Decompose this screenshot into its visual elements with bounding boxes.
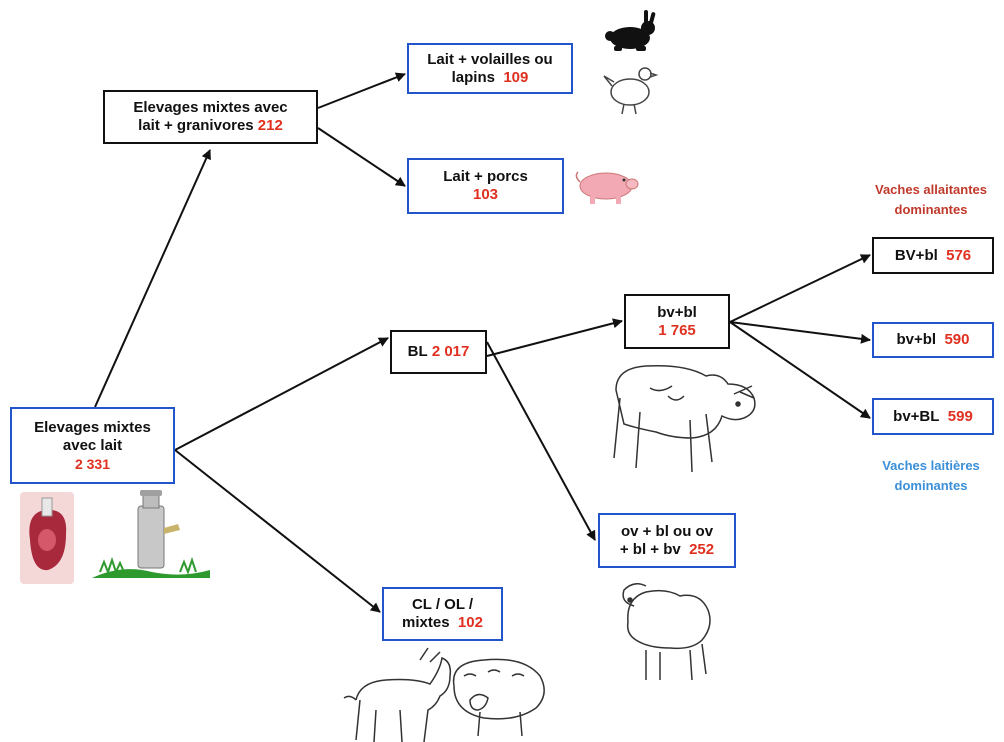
node-bv-lait-label: bv+BL xyxy=(893,407,940,425)
node-porcs-value: 103 xyxy=(472,186,499,203)
note-laitieres-line1: Vaches laitières xyxy=(882,458,980,473)
arrow-granivores-volailles xyxy=(317,72,406,109)
node-bvbl: bv+bl 1 765 xyxy=(624,294,730,349)
node-root-value: 2 331 xyxy=(74,455,111,472)
node-bl: BL 2 017 xyxy=(390,330,487,374)
node-bvbl-value: 1 765 xyxy=(658,321,696,339)
node-ovins-value: 252 xyxy=(689,540,715,558)
note-laitieres-line2: dominantes xyxy=(894,478,968,493)
sheep-icon xyxy=(622,583,711,681)
node-volailles-line2-wrap: lapins 109 xyxy=(452,69,529,87)
node-volailles-line2: lapins xyxy=(451,68,495,86)
node-root: Elevages mixtes avec lait 2 331 xyxy=(10,407,175,484)
arrow-bvbl-bvmid xyxy=(729,321,871,344)
node-bv-mid-value: 590 xyxy=(944,331,970,348)
node-bvbl-line1: bv+bl xyxy=(657,303,697,321)
chicken-icon xyxy=(603,67,659,115)
node-granivores-line2: lait + granivores xyxy=(138,117,254,134)
meat-icon xyxy=(20,492,74,584)
arrow-bvbl-bvbig xyxy=(729,254,871,323)
node-ovins-line2-wrap: + bl + bv 252 xyxy=(620,541,714,559)
node-porcs-line1: Lait + porcs xyxy=(443,168,528,185)
arrow-root-granivores xyxy=(94,149,211,408)
node-cl-ol-value: 102 xyxy=(457,614,483,631)
arrow-bl-bvbl xyxy=(486,318,623,357)
node-granivores: Elevages mixtes avec lait + granivores 2… xyxy=(103,90,318,144)
arrow-bl-ovins xyxy=(486,341,596,541)
node-volailles: Lait + volailles ou lapins 109 xyxy=(407,43,573,94)
node-root-line1: Elevages mixtes xyxy=(34,418,151,436)
note-allaitantes-line1: Vaches allaitantes xyxy=(874,182,987,197)
arrow-root-cl xyxy=(174,449,381,613)
node-cl-ol-line2: mixtes xyxy=(402,614,450,631)
node-cl-ol-line1: CL / OL / xyxy=(411,596,474,613)
arrow-root-bl xyxy=(174,337,389,451)
node-bv-big-value: 576 xyxy=(946,246,972,264)
node-bv-big-label: BV+bl xyxy=(894,246,938,264)
node-cl-ol: CL / OL / mixtes 102 xyxy=(382,587,503,641)
node-ovins-line1: ov + bl ou ov xyxy=(620,522,714,540)
node-bl-label: BL xyxy=(407,343,428,360)
node-ovins-line2: + bl + bv xyxy=(619,540,681,558)
arrow-granivores-porcs xyxy=(317,127,406,187)
node-bl-value: 2 017 xyxy=(431,343,470,360)
node-porcs: Lait + porcs 103 xyxy=(407,158,564,214)
node-bv-lait: bv+BL 599 xyxy=(872,398,994,435)
node-granivores-line2-wrap: lait + granivores 212 xyxy=(138,117,283,135)
note-allaitantes-line2: dominantes xyxy=(894,202,968,217)
node-bv-mid: bv+bl 590 xyxy=(872,322,994,358)
node-volailles-line1: Lait + volailles ou xyxy=(427,50,553,68)
arrow-bvbl-bvlait xyxy=(729,321,871,419)
node-granivores-line1: Elevages mixtes avec xyxy=(133,99,288,116)
cow-icon xyxy=(613,364,756,473)
node-bv-mid-label: bv+bl xyxy=(896,331,937,348)
node-ovins: ov + bl ou ov + bl + bv 252 xyxy=(598,513,736,568)
node-volailles-value: 109 xyxy=(503,68,529,86)
rabbit-icon xyxy=(605,10,656,51)
goat-icon xyxy=(343,647,452,742)
node-bv-big: BV+bl 576 xyxy=(872,237,994,274)
sheep-lying-icon xyxy=(452,658,545,737)
milk-can-icon xyxy=(92,490,210,578)
node-cl-ol-line2-wrap: mixtes 102 xyxy=(402,614,483,632)
node-granivores-value: 212 xyxy=(257,117,283,134)
note-allaitantes: Vaches allaitantes dominantes xyxy=(868,180,994,220)
note-laitieres: Vaches laitières dominantes xyxy=(870,456,992,496)
node-bv-lait-value: 599 xyxy=(947,407,973,425)
node-root-line2: avec lait xyxy=(62,436,123,454)
pig-icon xyxy=(575,171,639,204)
